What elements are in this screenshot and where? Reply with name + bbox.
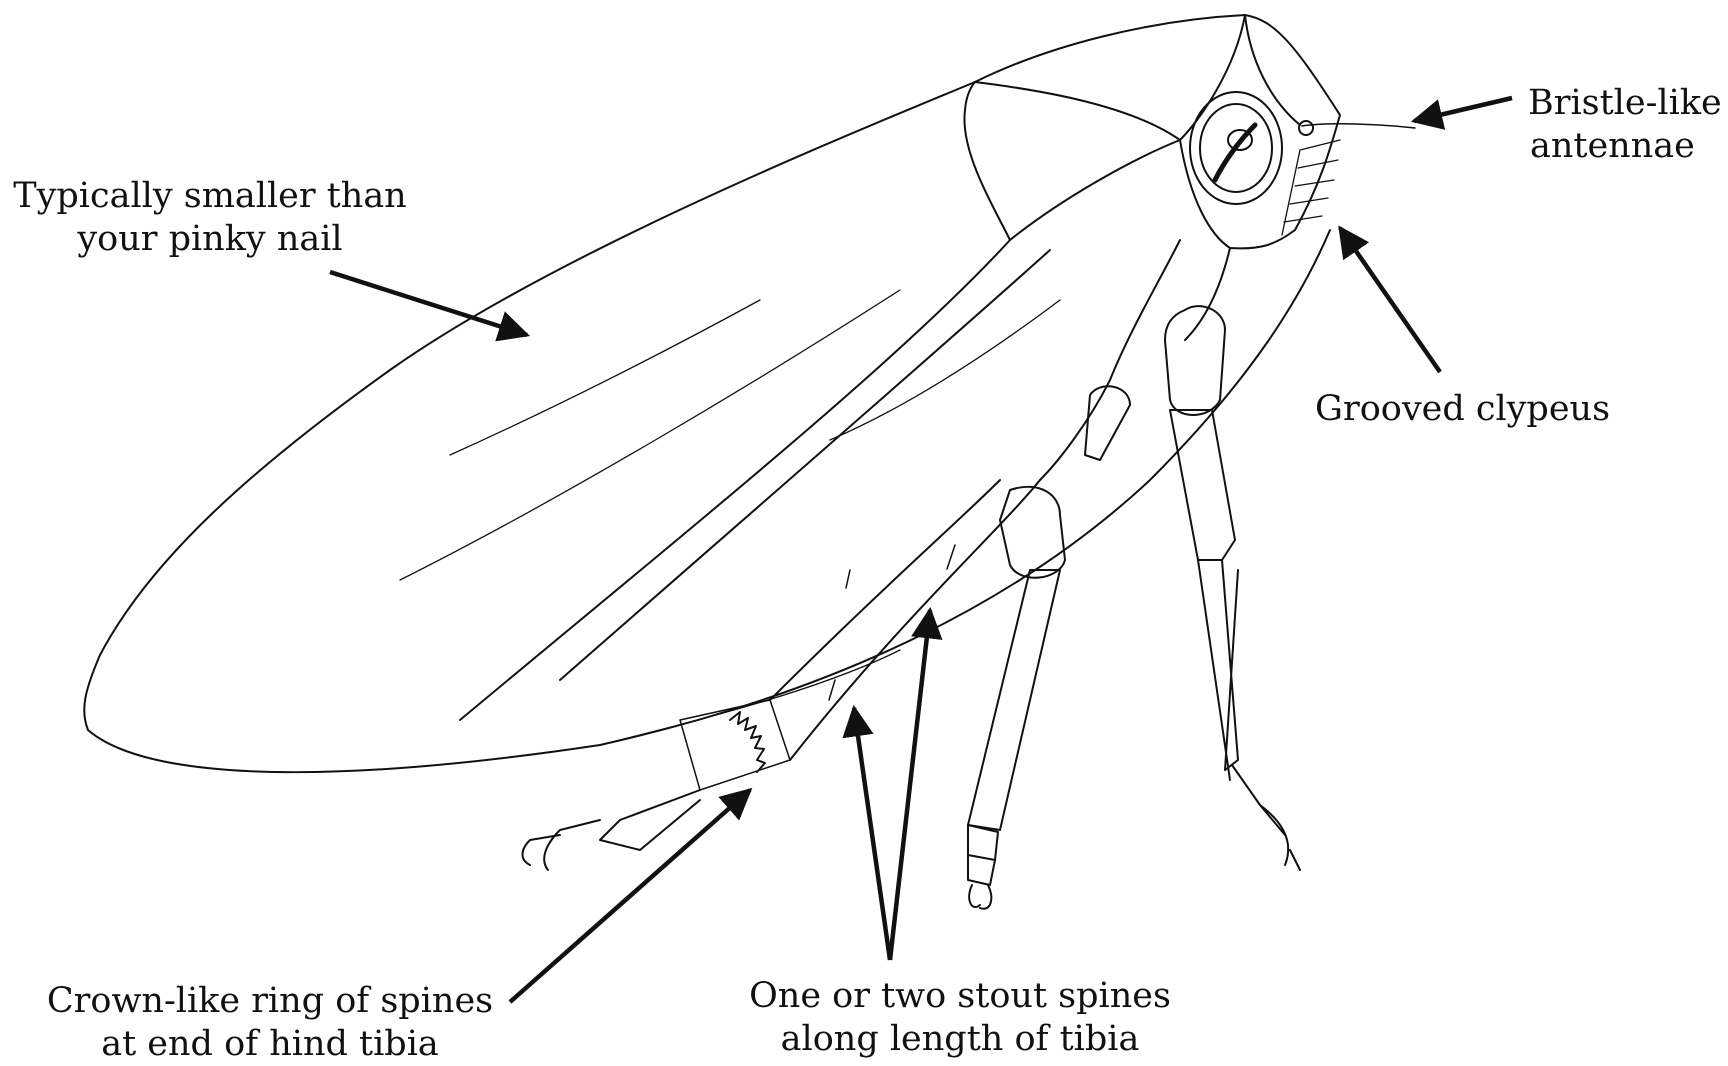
arrow-stout-spine-2 xyxy=(890,610,930,960)
crown-spines xyxy=(730,712,765,772)
label-crown-spines: Crown-like ring of spines at end of hind… xyxy=(25,980,515,1066)
pronotum xyxy=(964,15,1245,240)
label-stout-spines: One or two stout spines along length of … xyxy=(740,975,1180,1061)
arrow-stout-spine-1 xyxy=(854,708,890,960)
label-clypeus: Grooved clypeus xyxy=(1315,388,1610,431)
arrow-clypeus xyxy=(1340,228,1440,372)
arrow-antennae xyxy=(1414,98,1512,121)
antenna xyxy=(1302,124,1415,128)
head xyxy=(1180,15,1340,248)
front-leg xyxy=(1165,306,1300,870)
middle-leg xyxy=(968,487,1065,909)
clypeus-grooves xyxy=(1282,140,1340,235)
hind-leg xyxy=(523,480,1041,870)
label-antennae: Bristle-like antennae xyxy=(1528,82,1722,168)
arrow-crown-spines xyxy=(510,790,750,1002)
label-size: Typically smaller than your pinky nail xyxy=(10,175,410,261)
